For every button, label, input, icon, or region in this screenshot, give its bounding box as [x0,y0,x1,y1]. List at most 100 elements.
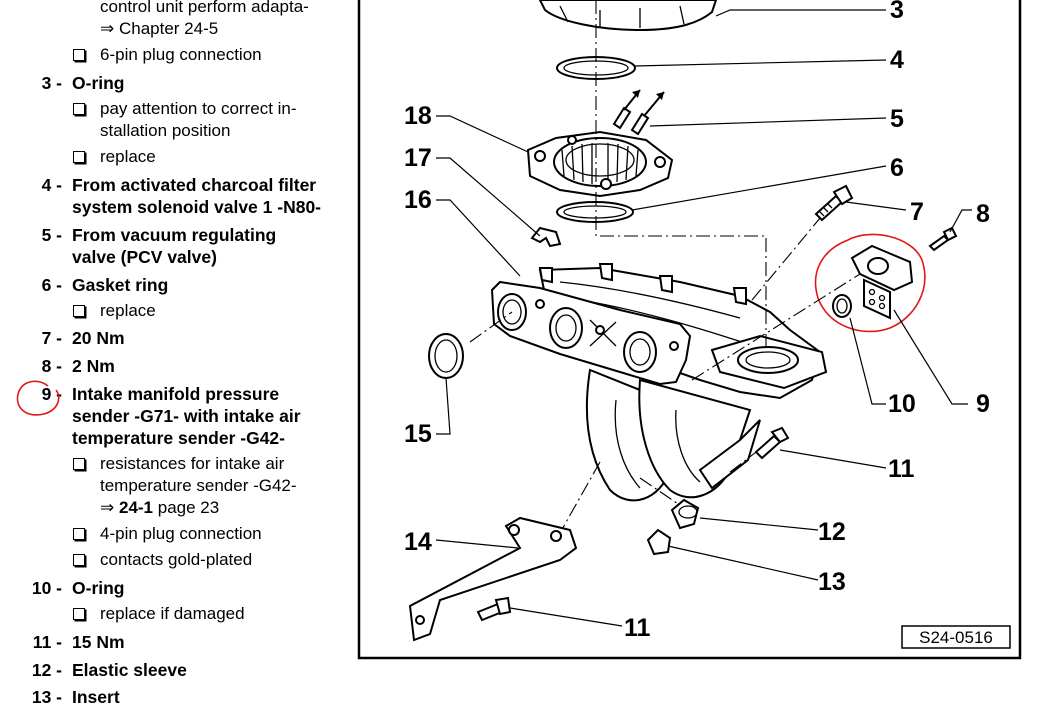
checkbox-icon [73,608,85,620]
ref-arrow: ⇒ [100,19,115,38]
legend-item-text: control unit perform adapta- [100,0,309,16]
callout-label: 9 [976,390,990,418]
item-title: Insert [72,687,120,707]
checkbox-icon [73,305,85,317]
assembly-axis-bolt-11 [729,439,773,473]
ref-arrow: ⇒ [100,498,115,517]
callout-label: 18 [404,102,432,130]
figure-code-box: S24-0516 [901,625,1011,649]
subitem-text: stallation position [100,121,231,140]
item-title: system solenoid valve 1 -N80- [72,197,321,217]
o-ring-10 [832,294,852,318]
item-number: 12 - [31,660,62,680]
subitem-text: temperature sender -G42- [100,476,297,495]
red-circle-mark-legend [16,380,60,416]
bolt-7 [814,184,854,222]
throttle-body-part [538,0,718,32]
item-title: 2 Nm [72,356,115,376]
bolt-11-upper [754,426,790,460]
hose-connection-arrows [612,89,665,136]
callout-label: 13 [818,568,846,596]
item-title: O-ring [72,73,125,93]
assembly-axis-sensor [691,273,861,381]
assembly-axis-bolt [751,205,831,301]
item-title: Intake manifold pressure [72,384,280,404]
item-number: 5 - [41,225,62,245]
item-title: O-ring [72,578,125,598]
callout-label: 3 [890,0,904,24]
item-number: 11 - [32,632,62,652]
checkbox-icon [73,528,85,540]
callout-label: 16 [404,186,432,214]
item-title: Gasket ring [72,275,169,295]
callout-label: 17 [404,144,432,172]
subitem-text: pay attention to correct in- [100,99,297,118]
item-title: temperature sender -G42- [72,428,285,448]
assembly-axis-vertical [595,0,767,352]
page-reference: ⇒ 24-1 page 23 [100,497,350,519]
assembly-axis-bracket [555,461,601,541]
callout-label: 14 [404,528,432,556]
callout-label: 15 [404,420,432,448]
ref-page: page 23 [153,498,220,517]
checkbox-icon [73,151,85,163]
ref-section: 24-1 [118,498,154,517]
item-number: 3 - [41,73,62,93]
item-number: 8 - [41,356,62,376]
callout-label: 12 [818,518,846,546]
callout-label: 6 [890,154,904,182]
checkbox-icon [73,458,85,470]
callout-label: 11 [888,455,915,483]
chapter-reference: ⇒ Chapter 24-5 [100,18,352,40]
item-title: From vacuum regulating [72,225,277,245]
item-number: 10 - [31,578,62,598]
o-ring-10-inner [836,298,848,314]
callout-label: 11 [624,614,651,642]
callout-label: 10 [888,390,916,418]
gasket-ring-6 [556,201,634,223]
subitem-text: contacts gold-plated [100,550,253,569]
elastic-sleeve-12 [670,498,700,530]
callout-label: 5 [890,105,904,133]
item-number: 9 - [41,384,62,404]
item-title: sender -G71- with intake air [72,406,301,426]
item-title: From activated charcoal filter [72,175,317,195]
clip-17 [530,226,562,248]
callout-label: 8 [976,200,990,228]
item-title: valve (PCV valve) [72,247,217,267]
item-title: 15 Nm [72,632,125,652]
screw-8 [928,226,958,252]
bracket-14 [408,516,578,642]
leader-lines [435,9,972,627]
item-number: 4 - [41,175,62,195]
subitem-text: 4-pin plug connection [100,524,262,543]
o-ring-15 [428,333,464,379]
item-title: 20 Nm [72,328,125,348]
pressure-sender-9 [850,244,914,320]
red-circle-mark-sender [814,233,926,333]
flange-adapter [526,130,674,198]
checkbox-icon [73,103,85,115]
item-number: 6 - [41,275,62,295]
item-title: Elastic sleeve [72,660,187,680]
figure-frame [357,0,1022,660]
legend-panel: control unit perform adapta- ⇒ Chapter 2… [0,0,352,712]
subitem-text: replace if damaged [100,604,245,623]
item-number: 7 - [41,328,62,348]
subitem-text: resistances for intake air [100,454,285,473]
checkbox-icon [73,49,85,61]
callout-labels: 3 4 5 6 7 8 9 10 11 12 13 14 11 15 16 17… [404,0,990,642]
checkbox-icon [73,554,85,566]
intake-manifold [490,263,828,502]
item-number: 13 - [31,687,62,707]
subitem-text: replace [100,301,156,320]
callout-label: 7 [910,198,924,226]
assembly-axis-manifold [469,311,513,343]
figure-code: S24-0516 [919,628,993,647]
insert-13 [646,528,672,556]
callout-label: 4 [890,46,904,74]
ref-text: Chapter 24-5 [118,19,219,38]
subitem-text: 6-pin plug connection [100,45,262,64]
subitem-text: replace [100,147,156,166]
